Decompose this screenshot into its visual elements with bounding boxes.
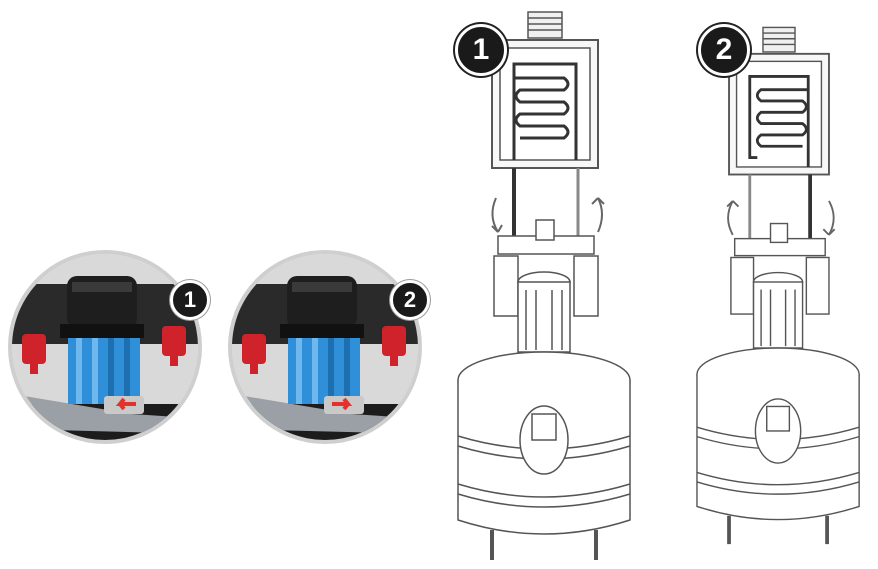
- step-badge-photo-2: 2: [390, 280, 430, 320]
- unit-2-line-drawing: [696, 26, 860, 545]
- pump-photo-1-illustration: [12, 254, 198, 440]
- unit-diagram-1: [440, 0, 650, 564]
- pump-photo-step-2: [228, 250, 422, 444]
- pump-photo-step-1: [8, 250, 202, 444]
- unit-diagram-2: [680, 0, 878, 564]
- step-badge-unit-1: 1: [455, 24, 507, 76]
- pump-photo-2-illustration: [232, 254, 418, 440]
- unit-1-line-drawing: [457, 11, 631, 560]
- step-badge-photo-1: 1: [170, 280, 210, 320]
- step-badge-unit-2: 2: [698, 24, 750, 76]
